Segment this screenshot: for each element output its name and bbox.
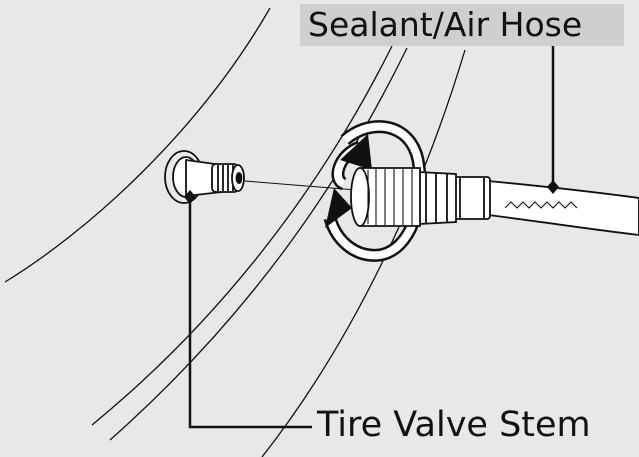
sealant-air-hose: [350, 167, 639, 236]
valve-leader: [184, 190, 312, 429]
alignment-line: [244, 180, 357, 191]
tire-outline: [4, 7, 466, 457]
rim-arc-3: [261, 49, 466, 457]
valve-stem: [164, 150, 245, 204]
rim-arc-2: [109, 47, 408, 441]
hose-leader: [547, 44, 559, 194]
tire-valve-stem-label: Tire Valve Stem: [317, 405, 591, 445]
sealant-air-hose-label: Sealant/Air Hose: [300, 4, 624, 46]
tire-arc-outer: [4, 7, 271, 283]
rim-arc-1: [91, 45, 393, 426]
